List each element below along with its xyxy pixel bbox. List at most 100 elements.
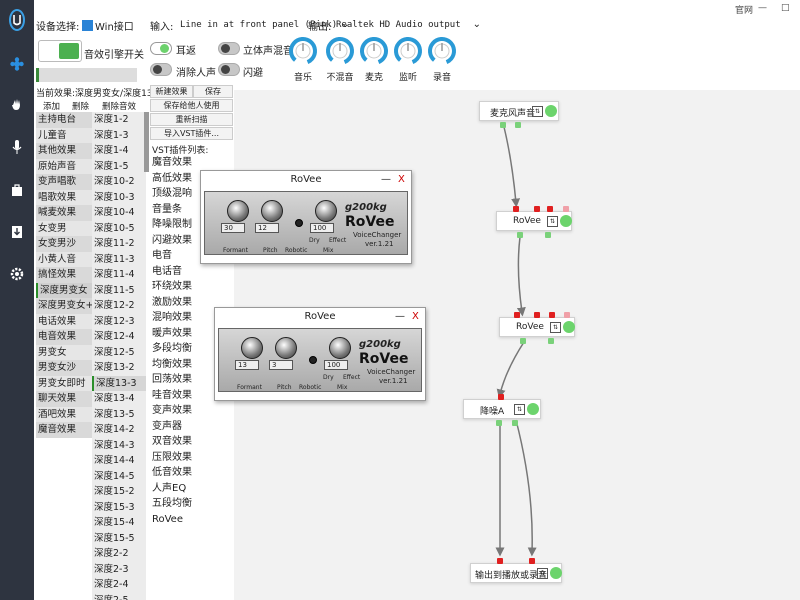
toggle-vocal-remove[interactable] xyxy=(150,63,172,76)
node-status-icon[interactable] xyxy=(545,105,557,117)
formant-knob[interactable] xyxy=(227,200,249,222)
output-port[interactable] xyxy=(517,232,523,238)
category-item[interactable]: 原始声音 xyxy=(36,158,92,174)
preset-item[interactable]: 深度1-4 xyxy=(92,143,146,159)
preset-item[interactable]: 深度12-4 xyxy=(92,329,146,345)
node-status-icon[interactable] xyxy=(560,215,572,227)
robotic-button[interactable] xyxy=(295,219,303,227)
preset-item[interactable]: 深度15-2 xyxy=(92,484,146,500)
output-port[interactable] xyxy=(545,232,551,238)
gear-icon[interactable] xyxy=(0,262,34,286)
node-settings-icon[interactable]: ⇅ xyxy=(537,568,548,579)
category-item[interactable]: 主持电台 xyxy=(36,112,92,128)
preset-item[interactable]: 深度13-5 xyxy=(92,406,146,422)
save-button[interactable]: 保存 xyxy=(193,85,233,98)
preset-item[interactable]: 深度12-3 xyxy=(92,313,146,329)
vst-plugin-item[interactable]: 五段均衡 xyxy=(152,498,192,509)
volume-dial[interactable] xyxy=(359,36,389,66)
toggle-ducking[interactable] xyxy=(218,63,240,76)
category-item[interactable]: 聊天效果 xyxy=(36,391,92,407)
input-port[interactable] xyxy=(563,206,569,212)
add-tab[interactable]: 添加 xyxy=(43,102,61,112)
preset-item[interactable]: 深度10-5 xyxy=(92,220,146,236)
input-port[interactable] xyxy=(534,312,540,318)
node-denoise[interactable]: 降噪A ⇅ xyxy=(463,394,541,426)
minimize-button[interactable]: — xyxy=(758,3,767,13)
category-item[interactable]: 变声唱歌 xyxy=(36,174,92,190)
preset-item[interactable]: 深度13-4 xyxy=(92,391,146,407)
input-port[interactable] xyxy=(514,312,520,318)
preset-item[interactable]: 深度15-4 xyxy=(92,515,146,531)
vst-plugin-item[interactable]: RoVee xyxy=(152,513,183,525)
vst-plugin-item[interactable]: 顶级混响 xyxy=(152,188,192,199)
vst-plugin-item[interactable]: 降噪限制 xyxy=(152,219,192,230)
plugin-minimize-button[interactable]: — xyxy=(381,174,391,185)
restore-button[interactable]: □ xyxy=(781,3,790,13)
preset-item[interactable]: 深度10-3 xyxy=(92,189,146,205)
node-settings-icon[interactable]: ⇅ xyxy=(532,106,543,117)
preset-item[interactable]: 深度14-2 xyxy=(92,422,146,438)
vst-plugin-item[interactable]: 暖声效果 xyxy=(152,327,192,339)
category-item[interactable]: 唱歌效果 xyxy=(36,189,92,205)
formant-knob[interactable] xyxy=(241,337,263,359)
input-port[interactable] xyxy=(534,206,540,212)
plugin-titlebar[interactable]: RoVee—X xyxy=(201,171,411,189)
plugin-minimize-button[interactable]: — xyxy=(395,311,405,322)
preset-item[interactable]: 深度10-4 xyxy=(92,205,146,221)
official-site-link[interactable]: 官网 xyxy=(735,6,754,16)
input-port[interactable] xyxy=(497,558,503,564)
mix-knob[interactable] xyxy=(315,200,337,222)
node-rovee-1[interactable]: RoVee ⇅ xyxy=(496,206,572,238)
device-select[interactable]: Win接口 xyxy=(80,18,134,33)
toggle-stereo-mix[interactable] xyxy=(218,42,240,55)
vst-plugin-item[interactable]: 电音 xyxy=(152,250,172,261)
category-item[interactable]: 深度男变女+混响 xyxy=(36,298,92,314)
node-status-icon[interactable] xyxy=(527,403,539,415)
preset-item[interactable]: 深度11-2 xyxy=(92,236,146,252)
category-item[interactable]: 其他效果 xyxy=(36,143,92,159)
download-icon[interactable] xyxy=(0,220,34,244)
input-port[interactable] xyxy=(549,312,555,318)
effects-nav-icon[interactable] xyxy=(0,52,34,76)
volume-dial[interactable] xyxy=(427,36,457,66)
plugin-titlebar[interactable]: RoVee—X xyxy=(215,308,425,326)
toggle-ear-return[interactable] xyxy=(150,42,172,55)
node-mic-input[interactable]: 麦克风声音 ⇅ xyxy=(479,101,559,128)
output-port[interactable] xyxy=(496,420,502,426)
save-share-button[interactable]: 保存给他人使用 xyxy=(150,99,233,112)
preset-item[interactable]: 深度14-3 xyxy=(92,437,146,453)
node-settings-icon[interactable]: ⇅ xyxy=(550,322,561,333)
preset-item[interactable]: 深度11-3 xyxy=(92,251,146,267)
vst-plugin-item[interactable]: 均衡效果 xyxy=(152,358,192,370)
vst-plugin-item[interactable]: 高低效果 xyxy=(152,172,192,184)
new-effect-button[interactable]: 新建效果 xyxy=(150,85,193,98)
preset-item[interactable]: 深度15-3 xyxy=(92,499,146,515)
engine-switch[interactable] xyxy=(38,40,82,62)
output-port[interactable] xyxy=(512,420,518,426)
robotic-button[interactable] xyxy=(309,356,317,364)
category-item[interactable]: 酒吧效果 xyxy=(36,406,92,422)
preset-item[interactable]: 深度14-4 xyxy=(92,453,146,469)
shopping-bag-icon[interactable] xyxy=(0,178,34,202)
vst-plugin-item[interactable]: 混响效果 xyxy=(152,312,192,323)
input-select[interactable]: Line in at front panel (Pink)⌄ xyxy=(180,19,350,30)
vst-plugin-item[interactable]: 压限效果 xyxy=(152,451,192,463)
vst-plugin-item[interactable]: 双音效果 xyxy=(152,436,192,447)
category-item[interactable]: 喊麦效果 xyxy=(36,205,92,221)
category-item[interactable]: 搞怪效果 xyxy=(36,267,92,283)
preset-item[interactable]: 深度12-2 xyxy=(92,298,146,314)
node-output[interactable]: 输出到播放或录音 ⇅ xyxy=(470,558,562,583)
import-vst-button[interactable]: 导入VST插件... xyxy=(150,127,233,140)
preset-item[interactable]: 深度2-4 xyxy=(92,577,146,593)
preset-list-scrollbar[interactable] xyxy=(144,112,149,172)
preset-item[interactable]: 深度2-3 xyxy=(92,561,146,577)
rescan-button[interactable]: 重新扫描 xyxy=(150,113,233,126)
category-item[interactable]: 小黄人音 xyxy=(36,251,92,267)
plugin-close-button[interactable]: X xyxy=(412,311,419,322)
node-status-icon[interactable] xyxy=(550,567,562,579)
preset-item[interactable]: 深度1-5 xyxy=(92,158,146,174)
category-item[interactable]: 女变男沙 xyxy=(36,236,92,252)
vst-plugin-item[interactable]: 电话音 xyxy=(152,265,182,277)
